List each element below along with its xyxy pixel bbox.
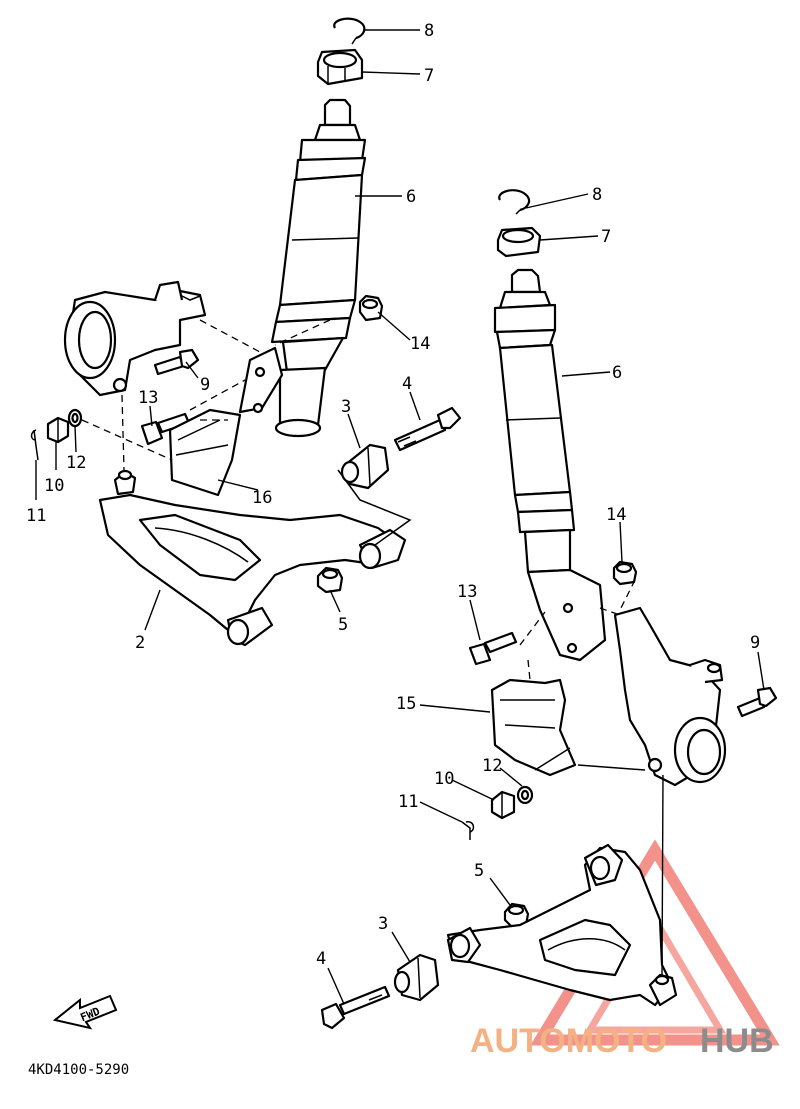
guide-lines-left [81, 319, 412, 546]
part-3-bushing-left [340, 443, 390, 490]
callout-10-left: 10 [44, 476, 64, 496]
callout-14-right: 14 [606, 505, 626, 525]
part-12-washer-right [516, 785, 534, 805]
callout-15: 15 [396, 694, 416, 714]
part-9-bolt-left [153, 348, 200, 376]
fwd-arrow-icon [52, 994, 118, 1030]
part-4-bolt-right [320, 985, 391, 1030]
part-5-nut-right [503, 902, 530, 929]
watermark-text-part2: HUB [700, 1022, 774, 1060]
fwd-arrow: FWD [52, 994, 118, 1030]
part-8-circlip-left [333, 17, 366, 45]
part-12-washer-left [67, 408, 83, 428]
part-3-bushing-right [393, 953, 440, 1002]
callout-6-left: 6 [406, 187, 416, 207]
part-16-guard-left [168, 408, 242, 497]
callout-4-right: 4 [316, 949, 326, 969]
part-10-castle-nut-left [46, 416, 70, 444]
callout-9-left: 9 [200, 375, 210, 395]
callout-4-left: 4 [402, 374, 412, 394]
part-2-lower-arm-left [98, 469, 407, 647]
callout-12-left: 12 [66, 453, 86, 473]
catalog-code: 4KD4100-5290 [28, 1062, 129, 1078]
part-14-nut-right [612, 560, 638, 586]
part-10-castle-nut-right [490, 790, 516, 820]
part-4-bolt-left [393, 406, 462, 452]
callout-3-left: 3 [341, 397, 351, 417]
part-7-nut-right [496, 226, 542, 258]
leader-lines [35, 29, 765, 1005]
part-11-cotter-pin-left [30, 429, 39, 461]
callout-5-right: 5 [474, 861, 484, 881]
callout-2: 2 [135, 633, 145, 653]
part-8-circlip-right [498, 189, 531, 215]
part-14-nut-left [358, 294, 384, 322]
callout-8-right: 8 [592, 185, 602, 205]
part-15-guard-right [490, 678, 577, 777]
callout-14-left: 14 [410, 334, 430, 354]
steering-knuckle-left [63, 280, 207, 397]
part-9-bolt-right [736, 686, 778, 718]
part-7-nut-left [316, 48, 364, 86]
callout-8-left: 8 [424, 21, 434, 41]
callout-7-left: 7 [424, 66, 434, 86]
callout-13-right: 13 [457, 582, 477, 602]
part-13-bolt-right [468, 631, 518, 666]
callout-11-left: 11 [26, 506, 46, 526]
guide-lines-right [519, 579, 664, 976]
callout-3-right: 3 [378, 914, 388, 934]
watermark-text: AUTOMOTO HUB [470, 1022, 774, 1060]
callout-16: 16 [252, 488, 272, 508]
callout-13-left: 13 [138, 388, 158, 408]
callout-6-right: 6 [612, 363, 622, 383]
callout-7-right: 7 [601, 227, 611, 247]
part-5-nut-left [316, 566, 344, 594]
callout-5-left: 5 [338, 615, 348, 635]
callout-11-right: 11 [398, 792, 418, 812]
callout-9-right: 9 [750, 633, 760, 653]
callout-10-right: 10 [434, 769, 454, 789]
part-2-lower-arm-right [446, 843, 678, 1007]
watermark-text-part1: AUTOMOTO [470, 1022, 667, 1060]
steering-knuckle-right [613, 606, 727, 787]
callout-labels: 8 7 6 14 9 4 3 13 12 10 11 16 2 5 8 7 6 … [26, 21, 760, 969]
part-6-shock-absorber-left [238, 98, 367, 438]
part-11-cotter-pin-right [461, 821, 475, 840]
callout-12-right: 12 [482, 756, 502, 776]
part-6-shock-absorber-right [493, 268, 607, 662]
